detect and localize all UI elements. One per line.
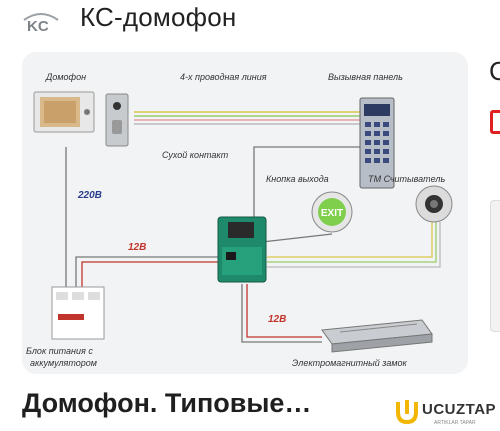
brand-watermark: UCUZTAP ARTIKLAR TAPAR bbox=[394, 398, 500, 428]
next-card-title[interactable]: С bbox=[489, 56, 500, 86]
call-panel bbox=[359, 97, 395, 189]
label-tm-reader: ТМ Считыватель bbox=[368, 174, 446, 184]
power-12v-wire bbox=[81, 261, 222, 292]
label-12v-lock: 12В bbox=[268, 314, 287, 325]
power-supply bbox=[51, 286, 105, 340]
site-logo[interactable]: KC bbox=[22, 4, 60, 34]
label-220v: 220В bbox=[78, 190, 102, 201]
next-card-thumbnail[interactable] bbox=[490, 200, 500, 332]
reader-wires bbox=[267, 222, 441, 268]
source-title[interactable]: КС-домофон bbox=[80, 2, 237, 32]
brand-name: UCUZTAP bbox=[422, 401, 497, 418]
ucuztap-logo-icon bbox=[396, 400, 418, 425]
label-exit-button: Кнопка выхода bbox=[266, 174, 329, 184]
result-image-card[interactable]: EXIT Домофон 4-х проводная линия Вызывна… bbox=[22, 52, 468, 374]
logo-text: KC bbox=[27, 18, 49, 34]
lock-wire bbox=[246, 284, 322, 338]
result-title[interactable]: Домофон. Типовые… bbox=[22, 388, 312, 418]
brand-tagline: ARTIKLAR TAPAR bbox=[434, 420, 476, 426]
four-wire-line bbox=[134, 111, 362, 125]
label-call-panel: Вызывная панель bbox=[328, 72, 403, 82]
label-12v-psu: 12В bbox=[128, 242, 147, 253]
label-psu-line1: Блок питания с bbox=[26, 346, 93, 356]
next-card-badge bbox=[490, 110, 500, 134]
dry-contact-wire bbox=[253, 146, 362, 220]
label-dry-contact: Сухой контакт bbox=[162, 150, 229, 160]
label-psu-line2: аккумулятором bbox=[30, 358, 97, 368]
header: KC КС-домофон bbox=[0, 0, 500, 42]
door-station bbox=[105, 93, 129, 147]
label-four-wire-line: 4-х проводная линия bbox=[180, 72, 267, 82]
electromagnetic-lock bbox=[321, 319, 433, 353]
exit-button-wire bbox=[261, 233, 333, 243]
controller-board bbox=[217, 216, 267, 283]
wiring-diagram: EXIT bbox=[33, 91, 453, 353]
intercom-monitor bbox=[33, 91, 95, 133]
tm-reader bbox=[415, 185, 453, 223]
exit-sign-text: EXIT bbox=[321, 208, 343, 219]
label-electromagnetic-lock: Электромагнитный замок bbox=[292, 358, 407, 368]
label-intercom: Домофон bbox=[46, 72, 87, 82]
exit-button: EXIT bbox=[311, 191, 353, 233]
